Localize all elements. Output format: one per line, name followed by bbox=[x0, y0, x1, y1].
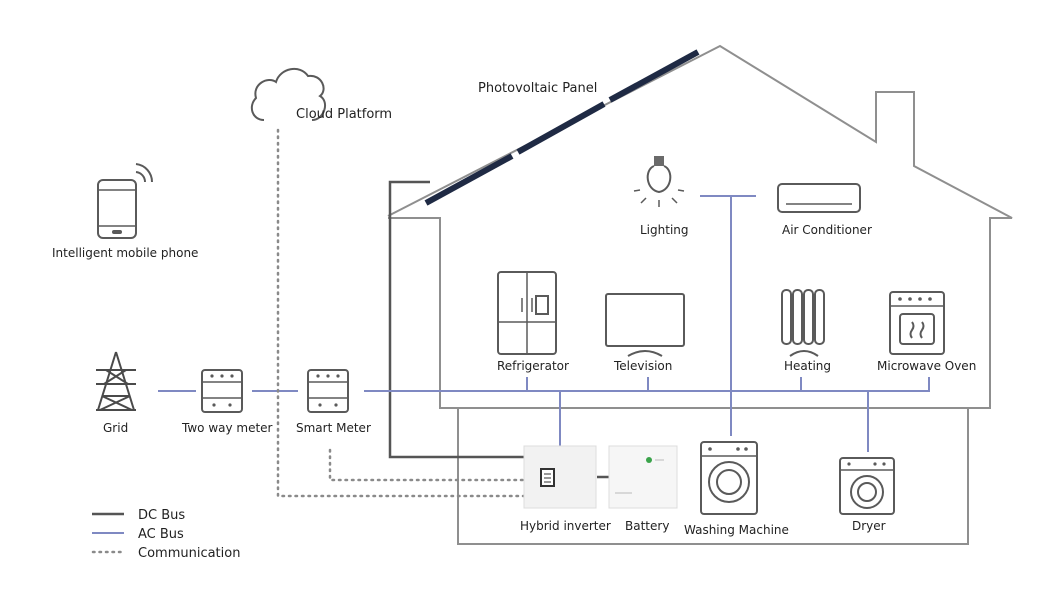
air-conditioner-icon bbox=[777, 183, 861, 213]
hybrid-inverter-label: Hybrid inverter bbox=[520, 519, 611, 533]
cloud-icon bbox=[250, 67, 327, 121]
light-bulb-icon bbox=[633, 156, 685, 207]
heater-icon bbox=[781, 289, 825, 357]
two-way-meter-icon bbox=[201, 369, 243, 413]
house-outline bbox=[387, 44, 1013, 545]
legend-comm-label: Communication bbox=[138, 546, 240, 561]
two-way-meter-label: Two way meter bbox=[181, 421, 273, 435]
legend: DC Bus AC Bus Communication bbox=[91, 508, 240, 561]
communication-lines bbox=[276, 128, 526, 498]
heating-label: Heating bbox=[784, 359, 831, 373]
dc-bus-lines bbox=[388, 180, 609, 479]
smart-meter-icon bbox=[307, 369, 349, 413]
refrigerator-label: Refrigerator bbox=[497, 359, 569, 373]
battery-label: Battery bbox=[625, 519, 669, 533]
pv-label: Photovoltaic Panel bbox=[478, 81, 597, 96]
photovoltaic-panel bbox=[424, 49, 700, 206]
legend-dc-label: DC Bus bbox=[138, 508, 185, 523]
lighting-label: Lighting bbox=[640, 223, 689, 237]
air-conditioner-label: Air Conditioner bbox=[782, 223, 872, 237]
cloud-label: Cloud Platform bbox=[296, 107, 392, 122]
phone-icon bbox=[97, 163, 154, 239]
television-label: Television bbox=[613, 359, 672, 373]
ac-bus-lines bbox=[158, 195, 930, 452]
microwave-icon bbox=[889, 291, 945, 355]
television-icon bbox=[605, 293, 685, 357]
dryer-icon bbox=[839, 457, 895, 515]
grid-tower-icon bbox=[96, 351, 136, 411]
washing-machine-icon bbox=[700, 441, 758, 515]
microwave-label: Microwave Oven bbox=[877, 359, 976, 373]
hybrid-inverter-icon bbox=[523, 445, 597, 509]
phone-label: Intelligent mobile phone bbox=[52, 246, 198, 260]
smart-meter-label: Smart Meter bbox=[296, 421, 371, 435]
washing-machine-label: Washing Machine bbox=[684, 523, 789, 537]
battery-icon bbox=[608, 445, 678, 509]
refrigerator-icon bbox=[497, 271, 557, 355]
grid-label: Grid bbox=[103, 421, 128, 435]
dryer-label: Dryer bbox=[852, 519, 886, 533]
legend-ac-label: AC Bus bbox=[138, 527, 184, 542]
